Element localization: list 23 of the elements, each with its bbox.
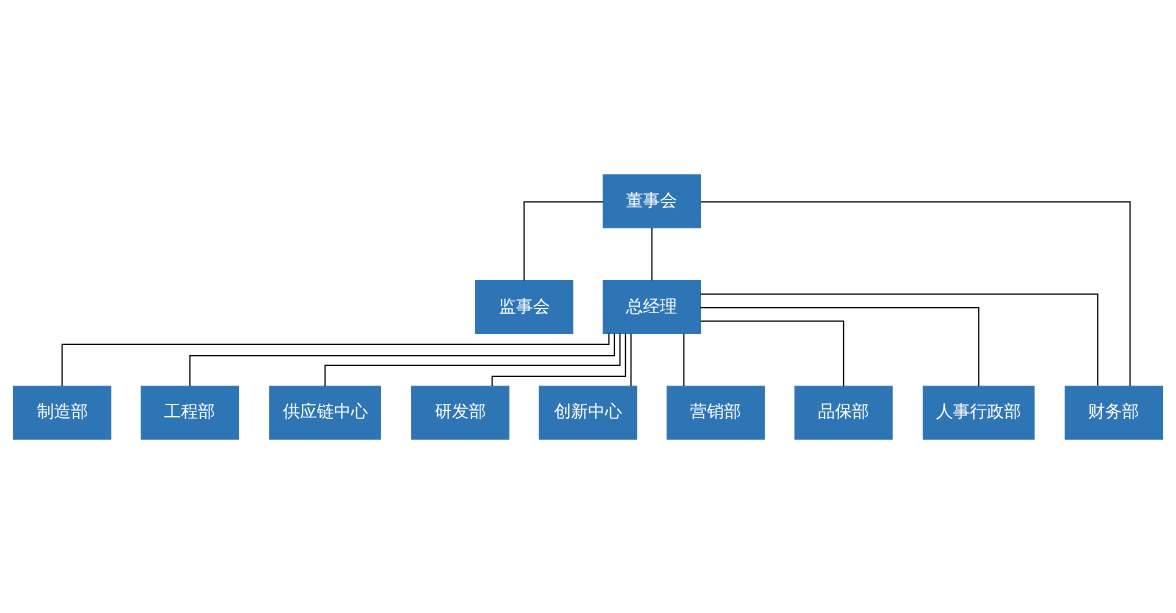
node-box: 营销部 — [666, 385, 765, 440]
node-box: 工程部 — [140, 385, 240, 440]
node-box: 董事会 — [602, 173, 702, 228]
connector — [651, 226, 653, 281]
node-box: 制造部 — [12, 385, 112, 440]
connector — [523, 200, 604, 281]
node-box: 人事行政部 — [922, 385, 1035, 440]
connector — [700, 200, 1131, 387]
node-box: 总经理 — [602, 279, 702, 334]
node-box: 品保部 — [794, 385, 893, 440]
connector — [189, 332, 616, 387]
node-box: 财务部 — [1064, 385, 1164, 440]
node-box: 供应链中心 — [269, 385, 381, 440]
connector — [700, 320, 845, 387]
connector — [491, 332, 627, 387]
connector — [683, 332, 685, 387]
connector — [61, 332, 610, 387]
node-box: 监事会 — [474, 279, 574, 334]
connector — [699, 306, 980, 387]
node-box: 创新中心 — [538, 385, 638, 440]
connector — [324, 332, 621, 387]
node-box: 研发部 — [411, 385, 510, 440]
connector — [699, 293, 1099, 386]
